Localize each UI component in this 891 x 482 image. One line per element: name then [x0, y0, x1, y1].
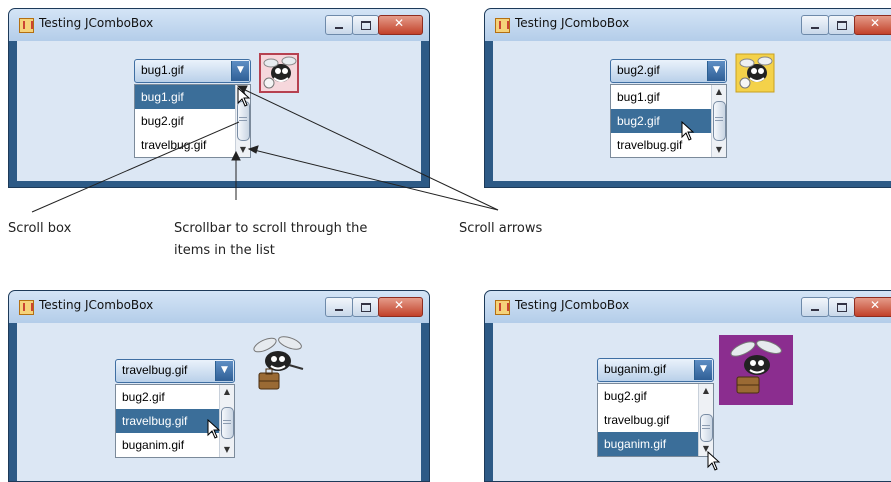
- java-app-icon: [19, 18, 34, 33]
- combo-selected-value: bug1.gif: [141, 63, 184, 77]
- window-3: Testing JComboBox travelbug.gif ▼ bug2.g…: [8, 290, 430, 482]
- list-item[interactable]: bug2.gif: [141, 114, 184, 128]
- list-scrollbar[interactable]: ▲ ▼: [219, 385, 234, 457]
- combo-dropdown-button[interactable]: ▼: [215, 361, 233, 381]
- bug1-image: [259, 53, 299, 93]
- window-title: Testing JComboBox: [39, 16, 154, 30]
- scroll-box-label: Scroll box: [8, 221, 72, 236]
- close-button[interactable]: [854, 297, 891, 317]
- window-1: Testing JComboBox bug1.gif ▼ bug1.gif bu…: [8, 8, 430, 188]
- scrollbar-label-line-2: items in the list: [174, 243, 275, 258]
- scroll-up-arrow-icon[interactable]: ▲: [223, 387, 231, 396]
- list-item[interactable]: bug2.gif: [122, 390, 165, 404]
- bug2-image: [735, 53, 775, 93]
- list-item[interactable]: travelbug.gif: [604, 413, 670, 427]
- combo-popup-list: bug1.gif bug2.gif travelbug.gif ▲ ▼: [134, 84, 251, 158]
- close-button[interactable]: [378, 15, 423, 35]
- mouse-cursor-icon: [707, 451, 721, 471]
- list-item[interactable]: travelbug.gif: [617, 138, 683, 152]
- list-item[interactable]: bug2.gif: [611, 109, 711, 133]
- list-item[interactable]: buganim.gif: [122, 438, 185, 452]
- scroll-box[interactable]: [221, 407, 234, 439]
- mouse-cursor-icon: [237, 87, 251, 107]
- image-combo-box[interactable]: buganim.gif ▼: [597, 358, 714, 382]
- scroll-down-arrow-icon[interactable]: ▼: [702, 444, 710, 453]
- combo-popup-list: bug1.gif bug2.gif travelbug.gif ▲ ▼: [610, 84, 727, 158]
- scroll-down-arrow-icon[interactable]: ▼: [223, 445, 231, 454]
- list-item[interactable]: bug1.gif: [617, 90, 660, 104]
- combo-dropdown-button[interactable]: ▼: [694, 360, 712, 380]
- close-button[interactable]: [854, 15, 891, 35]
- title-bar[interactable]: Testing JComboBox: [9, 9, 429, 41]
- window-4: Testing JComboBox buganim.gif ▼ bug2.gif…: [484, 290, 891, 482]
- maximize-button[interactable]: [352, 297, 379, 317]
- combo-popup-list: bug2.gif travelbug.gif buganim.gif ▲ ▼: [115, 384, 235, 458]
- image-combo-box[interactable]: travelbug.gif ▼: [115, 359, 235, 383]
- scroll-box[interactable]: [713, 101, 726, 141]
- list-item[interactable]: bug2.gif: [604, 389, 647, 403]
- mouse-cursor-icon: [681, 121, 695, 141]
- combo-dropdown-button[interactable]: ▼: [707, 61, 725, 81]
- scroll-up-arrow-icon[interactable]: ▲: [702, 386, 710, 395]
- window-title: Testing JComboBox: [39, 298, 154, 312]
- list-item[interactable]: travelbug.gif: [141, 138, 207, 152]
- combo-dropdown-button[interactable]: ▼: [231, 61, 249, 81]
- travelbug-image: [253, 336, 304, 390]
- image-combo-box[interactable]: bug1.gif ▼: [134, 59, 251, 83]
- image-combo-box[interactable]: bug2.gif ▼: [610, 59, 727, 83]
- java-app-icon: [495, 300, 510, 315]
- list-item[interactable]: bug1.gif: [135, 85, 235, 109]
- list-item[interactable]: buganim.gif: [598, 432, 698, 456]
- content-pane: bug2.gif ▼ bug1.gif bug2.gif travelbug.g…: [493, 41, 891, 181]
- combo-selected-value: travelbug.gif: [122, 363, 188, 377]
- list-scrollbar[interactable]: ▲ ▼: [711, 85, 726, 157]
- mouse-cursor-icon: [207, 419, 221, 439]
- buganim-image: [719, 335, 793, 405]
- combo-selected-value: buganim.gif: [604, 362, 667, 376]
- content-pane: bug1.gif ▼ bug1.gif bug2.gif travelbug.g…: [17, 41, 421, 181]
- combo-selected-value: bug2.gif: [617, 63, 660, 77]
- title-bar[interactable]: Testing JComboBox: [485, 291, 891, 323]
- java-app-icon: [19, 300, 34, 315]
- scrollbar-label-line-1: Scrollbar to scroll through the: [174, 221, 368, 236]
- scroll-arrows-label: Scroll arrows: [459, 221, 543, 236]
- list-scrollbar[interactable]: ▲ ▼: [698, 384, 713, 456]
- content-pane: travelbug.gif ▼ bug2.gif travelbug.gif b…: [17, 323, 421, 481]
- window-title: Testing JComboBox: [515, 298, 630, 312]
- combo-popup-list: bug2.gif travelbug.gif buganim.gif ▲ ▼: [597, 383, 714, 457]
- scroll-up-arrow-icon[interactable]: ▲: [715, 87, 723, 96]
- scroll-down-arrow-icon[interactable]: ▼: [239, 145, 247, 154]
- scroll-box[interactable]: [700, 414, 713, 442]
- scroll-down-arrow-icon[interactable]: ▼: [715, 145, 723, 154]
- content-pane: buganim.gif ▼ bug2.gif travelbug.gif bug…: [493, 323, 891, 481]
- window-title: Testing JComboBox: [515, 16, 630, 30]
- list-item[interactable]: travelbug.gif: [116, 409, 219, 433]
- title-bar[interactable]: Testing JComboBox: [485, 9, 891, 41]
- close-button[interactable]: [378, 297, 423, 317]
- java-app-icon: [495, 18, 510, 33]
- window-2: Testing JComboBox bug2.gif ▼ bug1.gif bu…: [484, 8, 891, 188]
- title-bar[interactable]: Testing JComboBox: [9, 291, 429, 323]
